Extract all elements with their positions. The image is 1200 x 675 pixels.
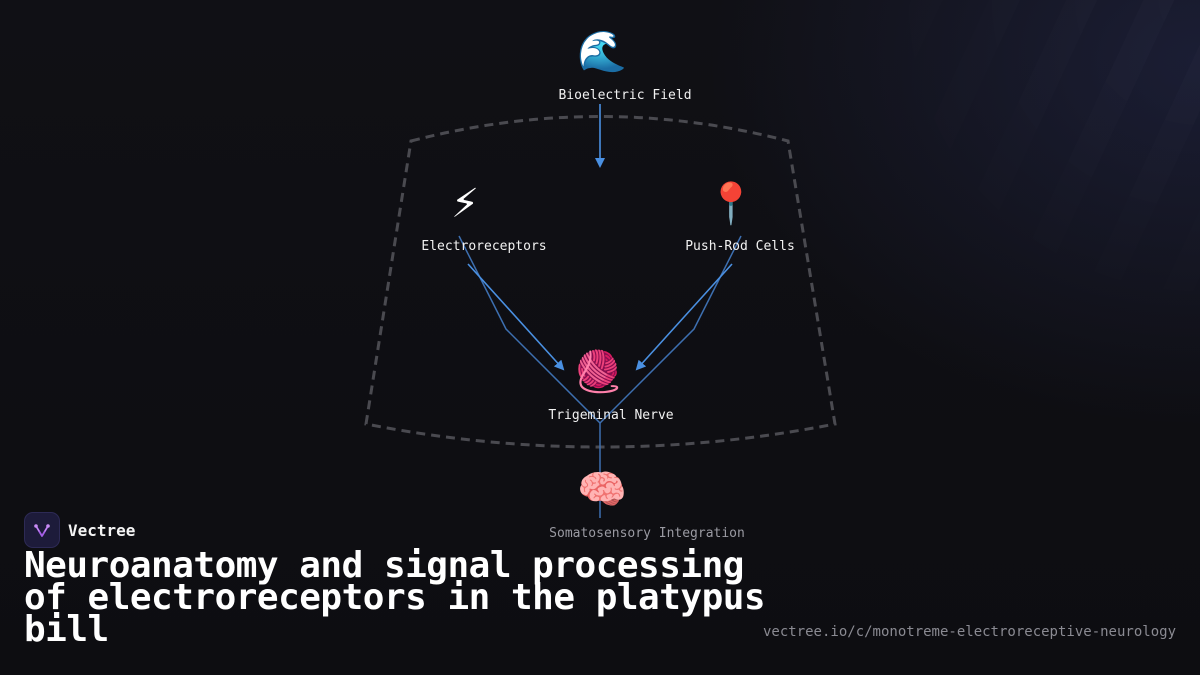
pin-icon: 📍 — [706, 181, 756, 227]
edge-connector-electro — [458, 235, 601, 424]
brand-name: Vectree — [68, 520, 136, 540]
vectree-logo-icon — [24, 512, 60, 548]
node-label-push-rod-cells: Push-Rod Cells — [685, 239, 795, 254]
node-label-electroreceptors: Electroreceptors — [421, 239, 547, 254]
yarn-icon: 🧶 — [573, 349, 623, 395]
boundary-outline — [364, 115, 837, 449]
brand: Vectree — [24, 512, 135, 548]
lightning-icon: ⚡ — [450, 181, 480, 227]
node-label-trigeminal-nerve: Trigeminal Nerve — [548, 408, 674, 423]
node-label-somatosensory-integration: Somatosensory Integration — [549, 526, 745, 541]
brain-icon: 🧠 — [577, 467, 627, 513]
edge-connector-pushrod — [599, 235, 742, 424]
arrow-pushrod-nerve — [635, 263, 733, 371]
background-rays — [680, 0, 1200, 560]
page-title: Neuroanatomy and signal processing of el… — [24, 545, 766, 650]
node-label-bioelectric-field: Bioelectric Field — [558, 88, 692, 103]
arrow-electro-nerve — [467, 263, 565, 371]
wave-icon: 🌊 — [577, 29, 627, 75]
source-url[interactable]: vectree.io/c/monotreme-electroreceptive-… — [762, 624, 1176, 640]
